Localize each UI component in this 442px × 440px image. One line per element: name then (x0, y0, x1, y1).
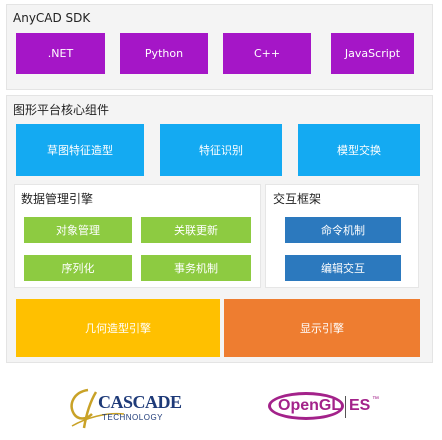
open-cascade-logo: CASCADE TECHNOLOGY (66, 386, 186, 432)
interaction-item-edit: 编辑交互 (285, 255, 401, 281)
data-item-transaction: 事务机制 (141, 255, 251, 281)
interaction-item-command: 命令机制 (285, 217, 401, 243)
module-box-sketch-modeling: 草图特征造型 (16, 124, 144, 176)
opengl-logo-trademark: ™ (372, 396, 379, 403)
interaction-title: 交互框架 (273, 192, 322, 206)
data-item-object-management: 对象管理 (24, 217, 132, 243)
sdk-title: AnyCAD SDK (13, 11, 91, 25)
module-box-feature-recognition: 特征识别 (160, 124, 282, 176)
language-box-cpp: C++ (223, 33, 311, 74)
opengl-logo-es: ES (349, 397, 371, 414)
data-item-associative-update: 关联更新 (141, 217, 251, 243)
geometry-engine-box: 几何造型引擎 (16, 299, 220, 357)
cascade-logo-subtext: TECHNOLOGY (102, 413, 164, 422)
language-box-javascript: JavaScript (331, 33, 414, 74)
opengl-logo-divider (345, 396, 346, 418)
language-box-python: Python (120, 33, 208, 74)
cascade-logo-text: CASCADE (98, 392, 182, 412)
data-item-serialization: 序列化 (24, 255, 132, 281)
opengl-logo-oval (268, 392, 344, 420)
module-box-model-exchange: 模型交换 (298, 124, 420, 176)
opengl-logo-text: OpenGL (278, 397, 342, 414)
opengl-es-logo: OpenGL ES ™ (268, 390, 388, 426)
data-management-title: 数据管理引擎 (21, 192, 94, 206)
language-box-dotnet: .NET (16, 33, 105, 74)
core-title: 图形平台核心组件 (13, 103, 110, 117)
open-cascade-swirl-icon (70, 388, 125, 429)
display-engine-box: 显示引擎 (224, 299, 420, 357)
